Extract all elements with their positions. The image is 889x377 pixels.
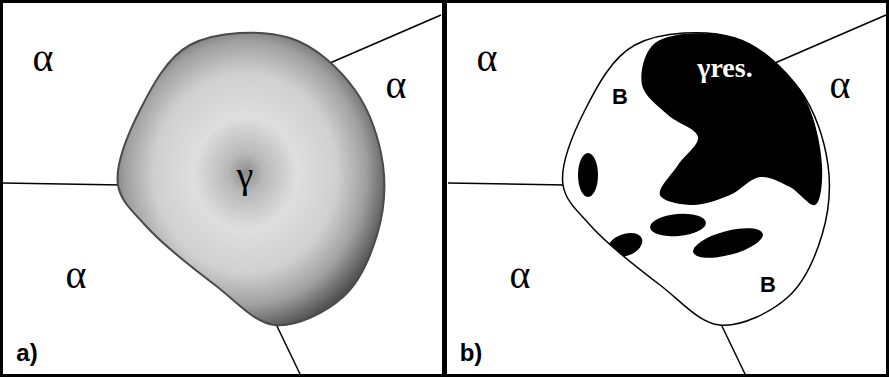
austenite-grain: γ (115, 35, 390, 330)
phase-label: α (830, 65, 851, 105)
grain-boundary (3, 183, 122, 185)
panel-tag: b) (460, 341, 483, 365)
grain-boundary (775, 15, 886, 63)
grain-boundary (448, 183, 566, 185)
transformed-grain: γres. B B (560, 35, 835, 330)
retained-austenite (649, 212, 707, 239)
phase-label: α (510, 255, 531, 295)
phase-label: B (612, 86, 628, 108)
austenite-region (118, 33, 385, 325)
phase-label: α (33, 38, 54, 78)
panel-frame: α α α a) γ (0, 0, 445, 377)
retained-austenite (604, 229, 645, 262)
retained-austenite (641, 33, 822, 205)
retained-austenite (578, 153, 598, 197)
grain-region (563, 33, 830, 325)
phase-label: B (760, 274, 776, 296)
phase-label: γ (237, 156, 254, 194)
retained-austenite (690, 222, 766, 264)
phase-label: α (66, 255, 87, 295)
phase-label: α (477, 38, 498, 78)
phase-label: α (386, 65, 407, 105)
grain-boundary (275, 322, 300, 374)
panel-tag: a) (16, 341, 37, 365)
panel-frame: α α α b) γres. B B (444, 0, 889, 377)
grain-boundary (720, 322, 745, 374)
phase-label: γres. (697, 54, 752, 82)
grain-boundary (330, 15, 441, 63)
